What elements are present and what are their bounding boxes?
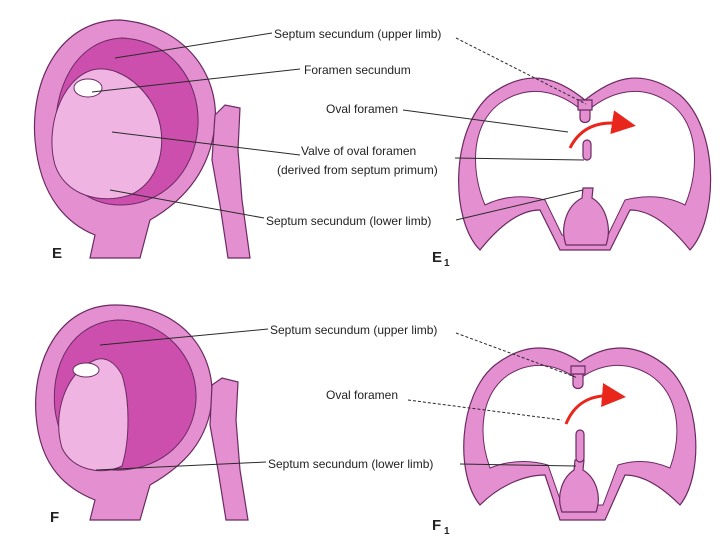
label-septum-secundum-lower-e: Septum secundum (lower limb) (266, 214, 431, 228)
label-foramen-secundum: Foramen secundum (304, 63, 411, 77)
panel-e-heart (34, 20, 250, 258)
label-oval-foramen-f1: Oval foramen (326, 388, 398, 402)
panel-f-foramen-secundum (73, 363, 99, 377)
panel-f1-septum-upper-limb (571, 366, 585, 389)
label-septum-secundum-upper-f: Septum secundum (upper limb) (270, 323, 437, 337)
panel-e-letter: E (52, 245, 62, 262)
panel-f1-valve (576, 430, 584, 462)
panel-f-vessel (210, 378, 248, 520)
label-septum-secundum-lower-f: Septum secundum (lower limb) (268, 457, 433, 471)
panel-f-letter: F (50, 509, 59, 526)
panel-f1-heart (464, 348, 696, 520)
panel-f1-subscript: 1 (444, 526, 450, 537)
label-valve-line2: (derived from septum primum) (277, 163, 438, 177)
label-oval-foramen-e1: Oval foramen (326, 102, 398, 116)
panel-e1-valve (583, 140, 591, 160)
panel-e-vessel (212, 105, 250, 258)
panel-e1-septum-upper-limb (578, 100, 592, 123)
panel-f1-letter: F (432, 517, 441, 534)
label-septum-secundum-upper-e: Septum secundum (upper limb) (274, 27, 441, 41)
panel-e1-subscript: 1 (444, 258, 450, 269)
label-valve-line1: Valve of oval foramen (301, 144, 416, 158)
panel-e1-letter: E (432, 249, 442, 266)
panel-e1-heart (459, 78, 711, 250)
panel-e-foramen-secundum (74, 79, 102, 97)
panel-f-heart (36, 305, 248, 520)
